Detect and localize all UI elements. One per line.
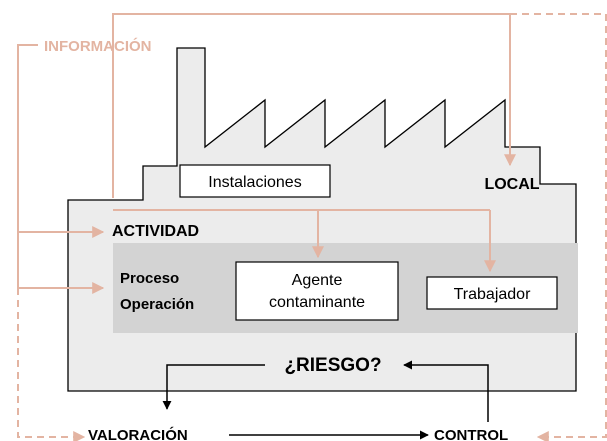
instalaciones-label: Instalaciones: [208, 174, 301, 191]
instalaciones-box: [179, 164, 331, 198]
trabajador-label: Trabajador: [454, 286, 531, 303]
control-loop-lines: [162, 360, 489, 440]
actividad-label: ACTIVIDAD: [112, 223, 199, 240]
proceso-label: Proceso: [120, 270, 179, 287]
information-flow-lines: [17, 13, 606, 294]
valoracion-label: VALORACIÓN: [88, 426, 188, 441]
agente-label-line2: contaminante: [269, 294, 365, 311]
trabajador-box: [426, 276, 558, 310]
control-label: CONTROL: [434, 427, 508, 441]
factory-building: [67, 47, 577, 392]
riesgo-label: ¿RIESGO?: [284, 355, 381, 376]
local-label: LOCAL: [484, 176, 539, 193]
feedback-dashed-lines: [17, 14, 607, 441]
informacion-label: INFORMACIÓN: [44, 37, 152, 55]
agente-box: [235, 261, 399, 321]
operacion-label: Operación: [120, 296, 194, 313]
agente-label-line1: Agente: [292, 272, 343, 289]
